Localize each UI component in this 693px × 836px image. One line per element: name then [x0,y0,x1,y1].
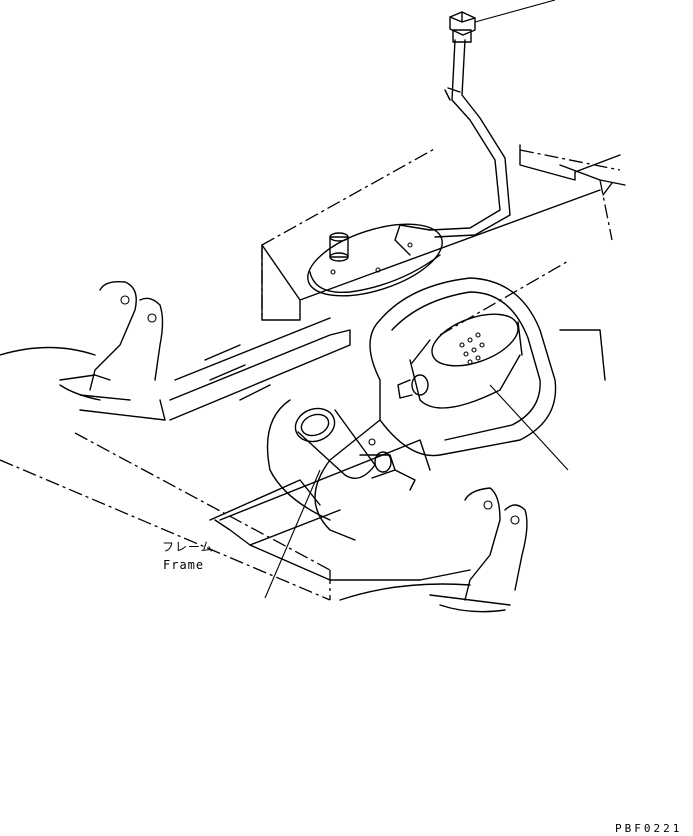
filter-element-right [397,313,523,409]
filter-housing [266,277,606,541]
label-frame-en: Frame [163,558,204,572]
callout-line-right [489,384,569,471]
fuel-pipe [394,39,511,256]
drawing-code: PBF0221 [615,822,682,835]
upper-frame-rail [261,144,626,321]
right-bracket [249,487,528,613]
top-fitting [449,11,476,43]
frame-outline [0,147,621,601]
mount-plate [307,223,443,297]
left-cross-member [169,317,351,421]
callout-line-top [474,0,556,23]
filter-element-left [294,407,416,491]
left-bracket [0,280,166,421]
label-frame-jp: フレーム [162,540,214,554]
lower-channel [209,439,431,546]
callout-line-left [264,469,321,599]
